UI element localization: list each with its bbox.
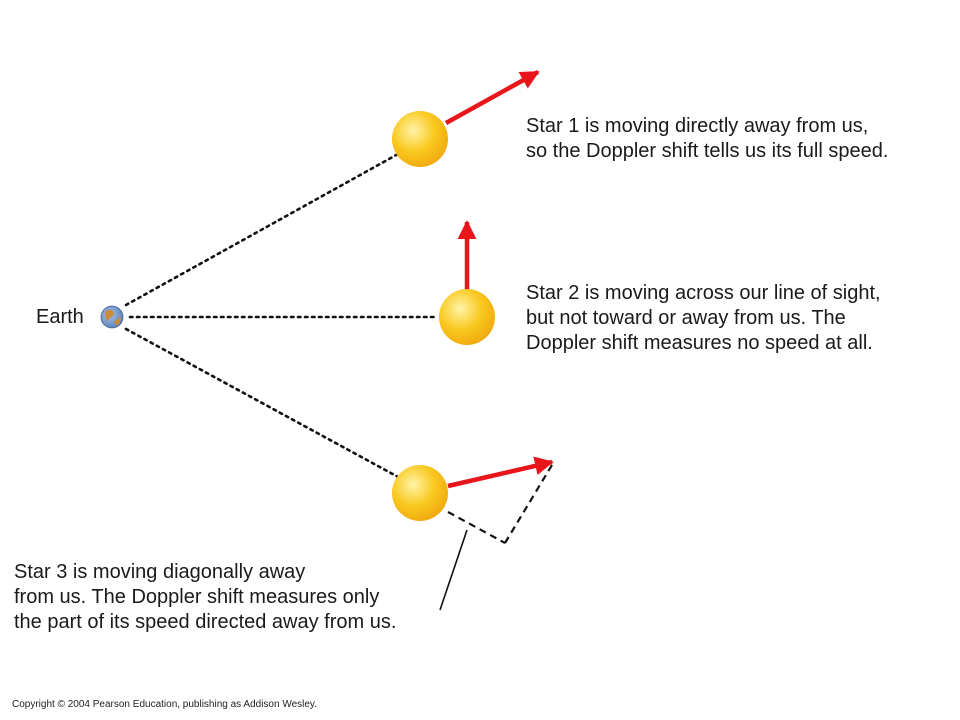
caption-line: Star 2 is moving across our line of sigh…	[526, 282, 881, 304]
caption-pointer	[439, 529, 468, 611]
caption-line: the part of its speed directed away from…	[14, 611, 397, 633]
caption-line: Star 1 is moving directly away from us,	[526, 115, 869, 137]
star-icon	[439, 289, 495, 345]
earth-label: Earth	[36, 306, 84, 328]
radial-component	[447, 511, 506, 544]
star3	[392, 456, 554, 611]
line-of-sight-star3	[124, 327, 402, 480]
star1-velocity-arrow	[444, 70, 540, 125]
caption-line: Doppler shift measures no speed at all.	[526, 332, 873, 354]
line-of-sight-star1	[124, 152, 400, 307]
earth-icon	[100, 305, 124, 329]
star2	[439, 220, 495, 345]
star1-caption: Star 1 is moving directly away from us, …	[526, 114, 888, 164]
star-icon	[392, 111, 448, 167]
copyright-notice: Copyright © 2004 Pearson Education, publ…	[12, 699, 317, 710]
caption-line: from us. The Doppler shift measures only	[14, 586, 380, 608]
lines-of-sight	[124, 152, 440, 480]
star3-velocity-arrow	[447, 456, 554, 489]
star1	[392, 70, 540, 167]
star3-velocity-components	[447, 464, 553, 544]
star3-caption: Star 3 is moving diagonally away from us…	[14, 560, 396, 635]
transverse-component	[504, 464, 553, 544]
star-icon	[392, 465, 448, 521]
star2-caption: Star 2 is moving across our line of sigh…	[526, 281, 881, 356]
caption-line: so the Doppler shift tells us its full s…	[526, 140, 889, 162]
caption-line: Star 3 is moving diagonally away	[14, 561, 306, 583]
caption-line: but not toward or away from us. The	[526, 307, 846, 329]
